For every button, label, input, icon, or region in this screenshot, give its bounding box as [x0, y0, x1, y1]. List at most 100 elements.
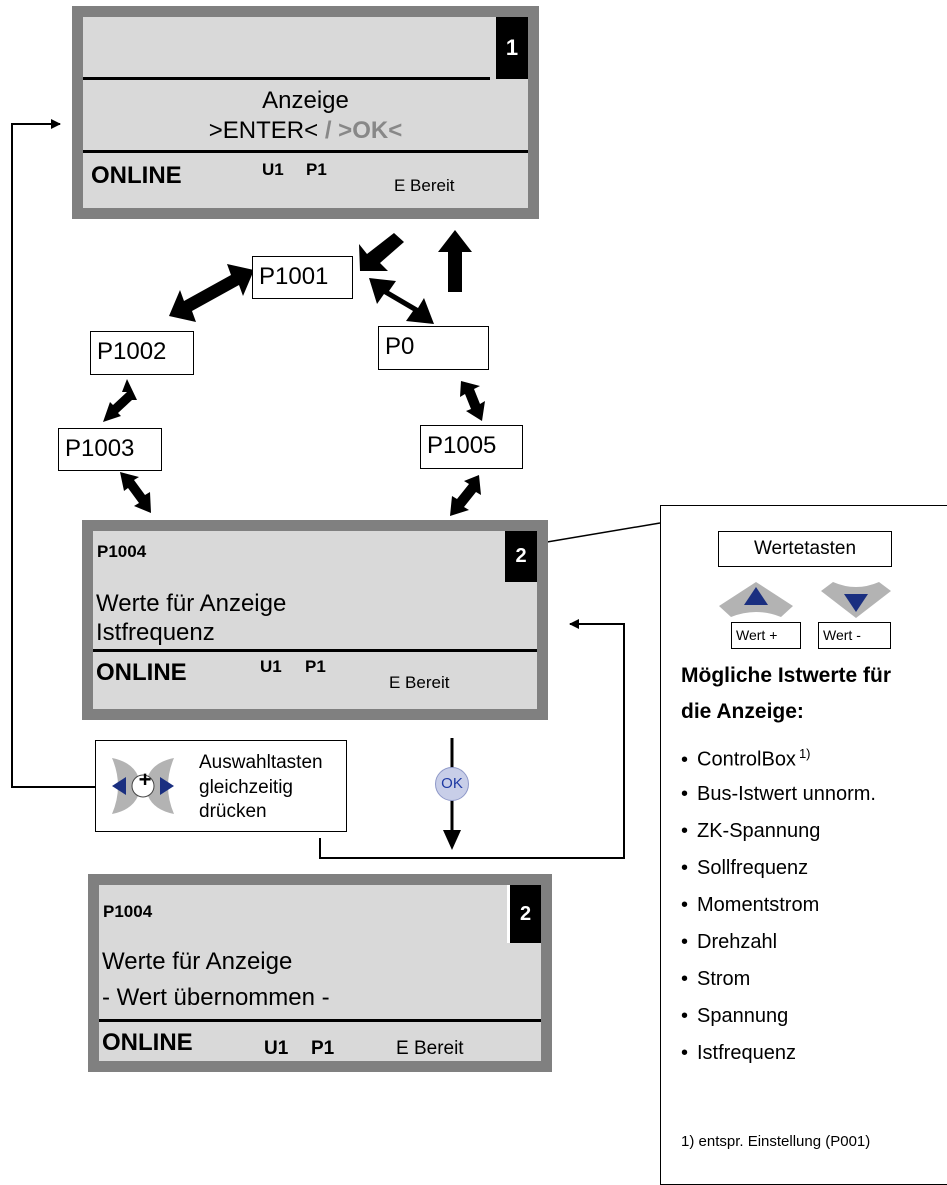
callout-connector [546, 522, 661, 543]
actual-value-text: Spannung [697, 1005, 789, 1027]
status-u1: U1 [264, 1038, 289, 1059]
bullet-icon: • [681, 894, 689, 916]
bullet-icon: • [681, 931, 689, 953]
selection-keys-text-1: Auswahltasten [199, 752, 323, 773]
footnote-marker: 1) [798, 746, 811, 761]
actual-value-text: Istfrequenz [697, 1042, 796, 1064]
param-box-p1003: P1003 [58, 428, 162, 471]
display-line-2: >ENTER< / >OK< [83, 117, 528, 145]
value-down-key-icon[interactable] [821, 580, 891, 620]
display-panel-2: 2 P1004 Werte für Anzeige Istfrequenz ON… [82, 520, 548, 720]
display-line-2: - Wert übernommen - [102, 984, 330, 1011]
status-p1: P1 [311, 1038, 335, 1059]
value-keys-title: Wertetasten [718, 531, 892, 567]
divider-top [83, 77, 490, 80]
actual-value-text: Bus-Istwert unnorm. [697, 783, 876, 805]
display-line-1: Anzeige [262, 87, 349, 114]
bullet-icon: • [681, 748, 689, 771]
actual-value-text: Momentstrom [697, 894, 820, 916]
enter-hint: >ENTER< [208, 117, 319, 144]
bullet-icon: • [681, 1005, 689, 1027]
status-p1: P1 [305, 657, 326, 676]
actual-value-text: ControlBox [697, 748, 796, 771]
param-box-p1005: P1005 [420, 425, 523, 469]
actual-value-text: ZK-Spannung [697, 820, 821, 842]
up-arrow-icon [744, 587, 768, 605]
parameter-code: P1004 [103, 902, 153, 921]
actual-value-item: • Sollfrequenz [681, 857, 808, 880]
ok-hint: >OK< [338, 117, 403, 144]
display-line-2: Istfrequenz [96, 619, 215, 646]
actual-value-item: • Istfrequenz [681, 1042, 796, 1065]
divider-bottom [93, 649, 537, 652]
actual-value-item: • ZK-Spannung [681, 820, 820, 843]
return-loop-line-to-panel2 [319, 619, 625, 859]
status-online: ONLINE [91, 162, 182, 189]
ok-button[interactable]: OK [435, 767, 469, 801]
down-arrow-icon [844, 594, 868, 612]
status-ready: E Bereit [389, 673, 450, 692]
bullet-icon: • [681, 783, 689, 805]
selection-keys-icon[interactable] [102, 756, 184, 816]
actual-value-item: • Drehzahl [681, 931, 777, 954]
divider-bottom [99, 1019, 541, 1022]
actual-value-text: Sollfrequenz [697, 857, 809, 879]
selection-keys-text-3: drücken [199, 801, 267, 822]
display-line-1: Werte für Anzeige [96, 590, 287, 617]
panel-number-badge: 2 [505, 531, 537, 582]
footnote: 1) entspr. Einstellung (P001) [681, 1133, 871, 1150]
arrow-p1005-panel2 [450, 475, 481, 516]
plus-key-label: + [138, 767, 152, 792]
actual-value-item: • Momentstrom [681, 894, 819, 917]
bullet-icon: • [681, 1042, 689, 1064]
hint-separator: / [318, 117, 339, 144]
param-box-p0: P0 [378, 326, 489, 370]
ok-flow-arrowhead [443, 830, 461, 850]
actual-values-heading-2: die Anzeige: [681, 700, 804, 723]
status-p1: P1 [306, 160, 327, 179]
status-u1: U1 [262, 160, 284, 179]
divider-bottom [83, 150, 528, 153]
actual-value-item: • Strom [681, 968, 750, 991]
arrow-p1002-p1003 [103, 379, 137, 422]
arrow-p1003-panel2 [120, 472, 151, 513]
status-online: ONLINE [96, 659, 187, 686]
status-u1: U1 [260, 657, 282, 676]
display-line-1: Werte für Anzeige [102, 948, 293, 975]
selection-keys-box: + Auswahltasten gleichzeitig drücken [95, 740, 347, 832]
actual-value-text: Strom [697, 968, 751, 990]
arrow-p0-p1005 [460, 381, 485, 421]
arrow-p1001-p1002 [169, 264, 254, 322]
actual-values-heading-1: Mögliche Istwerte für [681, 664, 892, 687]
status-ready: E Bereit [394, 176, 455, 195]
return-loop-line-to-panel1 [11, 119, 98, 788]
ok-button-label: OK [441, 775, 463, 792]
arrow-p1001-p0 [369, 278, 434, 324]
actual-value-text: Drehzahl [697, 931, 778, 953]
display-panel-3: 2 P1004 Werte für Anzeige - Wert übernom… [88, 874, 552, 1072]
value-up-key-icon[interactable] [719, 580, 793, 620]
selection-keys-text-2: gleichzeitig [199, 777, 293, 798]
arrow-panel1-to-p1001 [359, 233, 404, 271]
parameter-code: P1004 [97, 542, 147, 561]
status-ready: E Bereit [396, 1038, 464, 1059]
right-select-arrow-icon [160, 777, 174, 795]
bullet-icon: • [681, 820, 689, 842]
arrow-to-panel1-up [438, 230, 472, 292]
bullet-icon: • [681, 857, 689, 879]
actual-value-item: • Spannung [681, 1005, 788, 1028]
actual-value-item: • Bus-Istwert unnorm. [681, 783, 876, 806]
panel-number-badge: 1 [496, 17, 528, 79]
param-box-p1002: P1002 [90, 331, 194, 375]
value-minus-key-label: Wert - [818, 622, 891, 649]
status-online: ONLINE [102, 1029, 193, 1056]
value-plus-key-label: Wert + [731, 622, 801, 649]
left-select-arrow-icon [112, 777, 126, 795]
bullet-icon: • [681, 968, 689, 990]
value-keys-info-box: Wertetasten Wert + Wert - Mögliche Istwe… [660, 505, 947, 1185]
panel-number-badge: 2 [507, 885, 541, 943]
param-box-p1001: P1001 [252, 256, 353, 299]
display-panel-1: 1 Anzeige >ENTER< / >OK< ONLINE U1 P1 E … [72, 6, 539, 219]
